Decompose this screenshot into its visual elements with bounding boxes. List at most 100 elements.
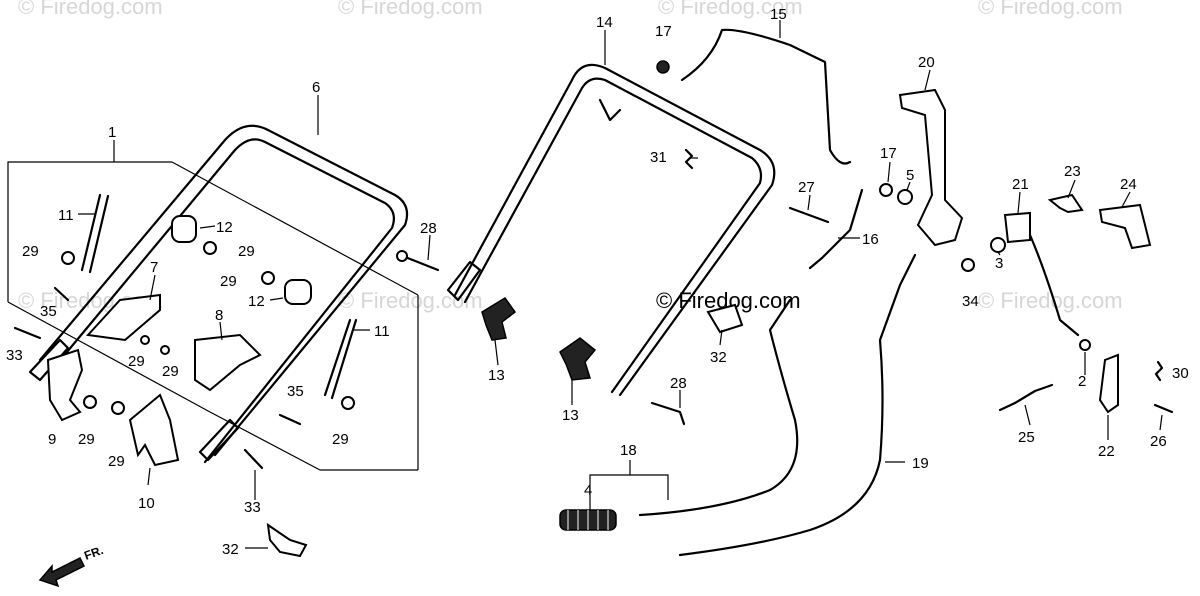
watermark: © Firedog.com xyxy=(978,0,1123,19)
callout-29b: 29 xyxy=(238,243,255,260)
callout-29f: 29 xyxy=(78,431,95,448)
bracket-22 xyxy=(1098,353,1119,414)
plate-8 xyxy=(194,333,262,392)
spring-16 xyxy=(808,188,864,270)
clip-32b xyxy=(266,522,308,558)
nut-29g xyxy=(111,401,125,415)
bolt-35b xyxy=(278,413,302,426)
callout-16: 16 xyxy=(862,231,879,248)
knob-13a xyxy=(481,296,517,341)
cable-19 xyxy=(678,253,917,557)
callout-30: 30 xyxy=(1172,365,1189,382)
callout-29c: 29 xyxy=(220,273,237,290)
callout-8: 8 xyxy=(215,307,223,324)
callout-24: 24 xyxy=(1120,176,1137,193)
bolt-33b xyxy=(243,448,264,470)
callout-5: 5 xyxy=(906,167,914,184)
nut-29e xyxy=(160,345,170,355)
callout-33a: 33 xyxy=(6,347,23,364)
callout-29e: 29 xyxy=(162,363,179,380)
callout-13a: 13 xyxy=(488,367,505,384)
bolt-35a xyxy=(53,286,70,302)
bolt-28b xyxy=(650,401,686,426)
nut-29f xyxy=(83,395,97,409)
nut-29d xyxy=(140,335,150,345)
callout-23: 23 xyxy=(1064,163,1081,180)
callout-29d: 29 xyxy=(128,353,145,370)
callout-2: 2 xyxy=(1078,373,1086,390)
clip-32a xyxy=(706,303,744,334)
callout-12a: 12 xyxy=(216,219,233,236)
watermark: © Firedog.com xyxy=(338,0,483,19)
callout-6: 6 xyxy=(312,79,320,96)
clamp-12b xyxy=(284,279,312,305)
callouts: 1 2 3 4 5 6 7 8 9 10 11 11 12 12 13 13 1… xyxy=(6,6,1189,558)
cable-21 xyxy=(1028,233,1080,337)
callout-32b: 32 xyxy=(222,541,239,558)
callout-35b: 35 xyxy=(287,383,304,400)
callout-25: 25 xyxy=(1018,429,1035,446)
callout-10: 10 xyxy=(138,495,155,512)
callout-33b: 33 xyxy=(244,499,261,516)
watermark: © Firedog.com xyxy=(18,0,163,19)
callout-15: 15 xyxy=(770,6,787,23)
cable-18 xyxy=(638,298,799,517)
callout-27: 27 xyxy=(798,179,815,196)
callout-19: 19 xyxy=(912,455,929,472)
callout-17b: 17 xyxy=(880,145,897,162)
bracket-23 xyxy=(1047,193,1084,214)
callout-21: 21 xyxy=(1012,176,1029,193)
callout-11a: 11 xyxy=(58,207,74,224)
callout-3: 3 xyxy=(995,255,1003,272)
front-label: FR. xyxy=(82,543,105,563)
rod-11a xyxy=(80,193,110,274)
nut-17a xyxy=(656,60,670,74)
grip-4 xyxy=(559,509,617,531)
leader-lines xyxy=(78,20,1163,549)
plate-7 xyxy=(85,293,161,342)
bracket-24 xyxy=(1098,203,1152,250)
nut-29c xyxy=(261,271,275,285)
rod-11b xyxy=(323,318,358,400)
callout-31: 31 xyxy=(650,149,667,166)
cable-15 xyxy=(680,28,852,165)
callout-32a: 32 xyxy=(710,349,727,366)
bolt-27 xyxy=(788,206,830,224)
callout-26: 26 xyxy=(1150,433,1167,450)
callout-28b: 28 xyxy=(670,375,687,392)
bracket-21 xyxy=(1003,211,1031,244)
callout-17a: 17 xyxy=(655,23,672,40)
callout-29g: 29 xyxy=(108,453,125,470)
nut-29b xyxy=(203,241,217,255)
pin-31 xyxy=(684,148,694,170)
washer-5 xyxy=(897,189,913,205)
bolt-26 xyxy=(1153,403,1174,414)
callout-14: 14 xyxy=(596,14,613,31)
nut-2 xyxy=(1079,339,1091,351)
callout-7: 7 xyxy=(150,259,158,276)
callout-22: 22 xyxy=(1098,443,1115,460)
callout-18: 18 xyxy=(620,442,637,459)
nut-29a xyxy=(61,251,75,265)
collar-3 xyxy=(990,237,1006,253)
callout-4: 4 xyxy=(584,482,592,499)
front-arrow-icon: FR. xyxy=(38,543,105,588)
callout-20: 20 xyxy=(918,54,935,71)
callout-28a: 28 xyxy=(420,220,437,237)
callout-13b: 13 xyxy=(562,407,579,424)
spring-25 xyxy=(998,383,1054,412)
pin-30 xyxy=(1154,360,1164,382)
callout-1: 1 xyxy=(108,124,116,141)
bracket-9 xyxy=(46,348,84,422)
bracket-18-line xyxy=(589,474,669,500)
callout-29a: 29 xyxy=(22,243,39,260)
callout-9: 9 xyxy=(48,431,56,448)
callout-11b: 11 xyxy=(374,323,390,340)
callout-29h: 29 xyxy=(332,431,349,448)
bolt-33a xyxy=(13,326,42,340)
callout-34: 34 xyxy=(962,293,979,310)
bracket-10 xyxy=(128,393,180,467)
nut-29h xyxy=(341,396,355,410)
clamp-12a xyxy=(171,215,197,243)
